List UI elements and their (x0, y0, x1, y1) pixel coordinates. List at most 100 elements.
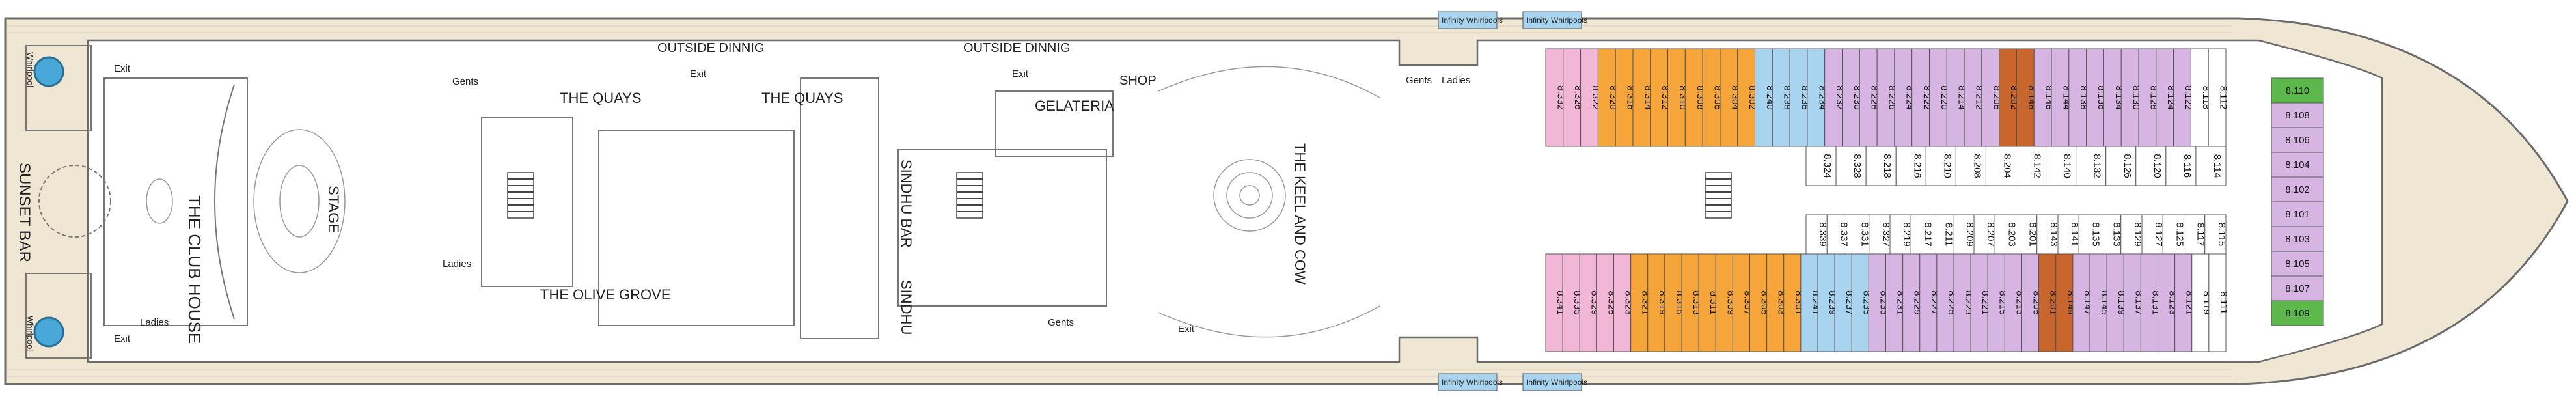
cabin-8-127[interactable] (2141, 214, 2163, 255)
cabin-8-328[interactable] (1835, 146, 1867, 186)
cabin-8-122[interactable] (2173, 48, 2191, 147)
cabin-8-312[interactable] (1650, 48, 1669, 147)
cabin-8-149[interactable] (2055, 253, 2074, 352)
cabin-8-207[interactable] (1973, 214, 1995, 255)
cabin-8-110[interactable] (2271, 77, 2324, 104)
cabin-8-305[interactable] (1749, 253, 1768, 352)
cabin-8-301[interactable] (1783, 253, 1802, 352)
cabin-8-223[interactable] (1953, 253, 1971, 352)
cabin-8-315[interactable] (1664, 253, 1682, 352)
cabin-8-137[interactable] (2123, 253, 2141, 352)
cabin-8-313[interactable] (1681, 253, 1699, 352)
cabin-8-115[interactable] (2204, 214, 2227, 255)
cabin-8-335[interactable] (1562, 253, 1580, 352)
cabin-8-140[interactable] (2046, 146, 2077, 186)
cabin-8-203[interactable] (1994, 214, 2016, 255)
cabin-8-329[interactable] (1579, 253, 1597, 352)
cabin-8-116[interactable] (2165, 146, 2197, 186)
cabin-8-309[interactable] (1715, 253, 1733, 352)
cabin-8-234[interactable] (1807, 48, 1826, 147)
cabin-8-206[interactable] (1981, 48, 2000, 147)
cabin-8-240[interactable] (1755, 48, 1773, 147)
cabin-8-108[interactable] (2271, 102, 2324, 128)
cabin-8-220[interactable] (1928, 48, 1947, 147)
cabin-8-213[interactable] (2004, 253, 2022, 352)
cabin-8-107[interactable] (2271, 275, 2324, 301)
cabin-8-321[interactable] (1630, 253, 1649, 352)
cabin-8-235[interactable] (1851, 253, 1869, 352)
cabin-8-104[interactable] (2271, 152, 2324, 178)
cabin-8-105[interactable] (2271, 251, 2324, 277)
cabin-8-228[interactable] (1859, 48, 1878, 147)
cabin-8-112[interactable] (2208, 48, 2227, 147)
cabin-8-109[interactable] (2271, 300, 2324, 326)
cabin-8-132[interactable] (2076, 146, 2107, 186)
cabin-8-143[interactable] (2036, 214, 2059, 255)
cabin-8-216[interactable] (1895, 146, 1926, 186)
cabin-8-145[interactable] (2089, 253, 2107, 352)
cabin-8-319[interactable] (1647, 253, 1665, 352)
cabin-8-136[interactable] (2086, 48, 2104, 147)
cabin-8-205[interactable] (2021, 253, 2040, 352)
cabin-8-326[interactable] (1563, 48, 1582, 147)
cabin-8-320[interactable] (1597, 48, 1616, 147)
cabin-8-119[interactable] (2191, 253, 2210, 352)
cabin-8-325[interactable] (1596, 253, 1614, 352)
cabin-8-226[interactable] (1876, 48, 1895, 147)
cabin-8-306[interactable] (1702, 48, 1721, 147)
cabin-8-323[interactable] (1613, 253, 1632, 352)
cabin-8-218[interactable] (1865, 146, 1897, 186)
cabin-8-322[interactable] (1580, 48, 1598, 147)
cabin-8-121[interactable] (2174, 253, 2193, 352)
cabin-8-339[interactable] (1805, 214, 1828, 255)
cabin-8-308[interactable] (1684, 48, 1703, 147)
cabin-8-241[interactable] (1800, 253, 1818, 352)
cabin-8-230[interactable] (1842, 48, 1860, 147)
cabin-8-204[interactable] (1985, 146, 2016, 186)
cabin-8-120[interactable] (2135, 146, 2167, 186)
cabin-8-144[interactable] (2051, 48, 2070, 147)
cabin-8-139[interactable] (2106, 253, 2124, 352)
cabin-8-225[interactable] (1936, 253, 1954, 352)
cabin-8-236[interactable] (1789, 48, 1808, 147)
cabin-8-125[interactable] (2162, 214, 2184, 255)
cabin-8-229[interactable] (1902, 253, 1921, 352)
cabin-8-209[interactable] (1953, 214, 1975, 255)
cabin-8-341[interactable] (1545, 253, 1563, 352)
cabin-8-134[interactable] (2103, 48, 2122, 147)
cabin-8-332[interactable] (1545, 48, 1564, 147)
cabin-8-146[interactable] (2033, 48, 2052, 147)
cabin-8-231[interactable] (1885, 253, 1904, 352)
cabin-8-103[interactable] (2271, 226, 2324, 252)
cabin-8-307[interactable] (1732, 253, 1750, 352)
cabin-8-310[interactable] (1667, 48, 1686, 147)
cabin-8-316[interactable] (1615, 48, 1634, 147)
cabin-8-123[interactable] (2158, 253, 2176, 352)
cabin-8-239[interactable] (1817, 253, 1835, 352)
cabin-8-222[interactable] (1911, 48, 1930, 147)
cabin-8-302[interactable] (1737, 48, 1756, 147)
cabin-8-128[interactable] (2138, 48, 2157, 147)
cabin-8-233[interactable] (1868, 253, 1886, 352)
cabin-8-227[interactable] (1919, 253, 1938, 352)
cabin-8-311[interactable] (1698, 253, 1716, 352)
cabin-8-212[interactable] (1964, 48, 1982, 147)
cabin-8-324[interactable] (1805, 146, 1837, 186)
cabin-8-142[interactable] (2016, 146, 2047, 186)
cabin-8-106[interactable] (2271, 127, 2324, 153)
cabin-8-114[interactable] (2195, 146, 2227, 186)
cabin-8-304[interactable] (1720, 48, 1738, 147)
cabin-8-215[interactable] (1987, 253, 2005, 352)
cabin-8-129[interactable] (2120, 214, 2143, 255)
cabin-8-210[interactable] (1925, 146, 1956, 186)
cabin-8-124[interactable] (2156, 48, 2174, 147)
cabin-8-130[interactable] (2120, 48, 2139, 147)
cabin-8-221[interactable] (1970, 253, 1988, 352)
cabin-8-138[interactable] (2068, 48, 2087, 147)
cabin-8-211[interactable] (1932, 214, 1954, 255)
cabin-8-131[interactable] (2140, 253, 2158, 352)
cabin-8-337[interactable] (1826, 214, 1848, 255)
cabin-8-219[interactable] (1889, 214, 1911, 255)
cabin-8-101[interactable] (2271, 201, 2324, 227)
cabin-8-111[interactable] (2208, 253, 2227, 352)
